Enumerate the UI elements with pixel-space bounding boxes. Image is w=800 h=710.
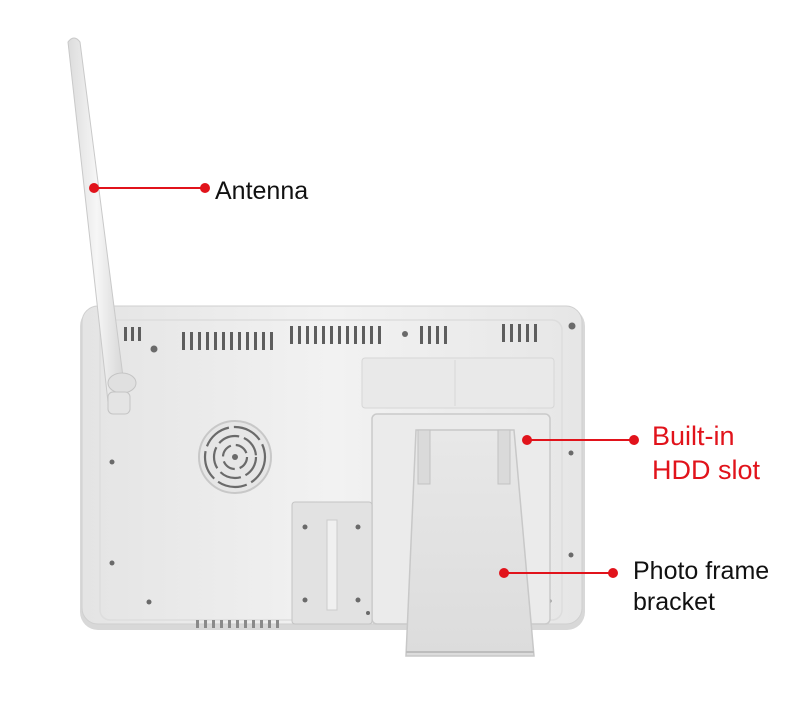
top-vent-slots — [124, 324, 537, 350]
antenna-label: Antenna — [215, 177, 309, 205]
wall-mount-plate — [291, 501, 373, 625]
callout-antenna — [89, 183, 210, 193]
antenna — [67, 37, 137, 415]
speaker-grille — [198, 420, 272, 494]
photo-frame-bracket-stand — [405, 429, 535, 657]
hdd-slot-label: Built-in HDD slot — [652, 420, 760, 488]
callout-hdd-slot — [522, 435, 639, 445]
photo-frame-bracket-label: Photo frame bracket — [633, 556, 769, 619]
hdd-slot-label-line2: HDD slot — [652, 454, 761, 485]
callout-photo-frame-bracket — [499, 568, 618, 578]
bottom-vent-slots — [196, 620, 279, 628]
upper-panel — [361, 357, 555, 409]
bracket-label-line2: bracket — [633, 588, 715, 617]
bracket-label-line1: Photo frame — [633, 557, 770, 585]
hdd-slot-label-line1: Built-in — [652, 421, 735, 451]
